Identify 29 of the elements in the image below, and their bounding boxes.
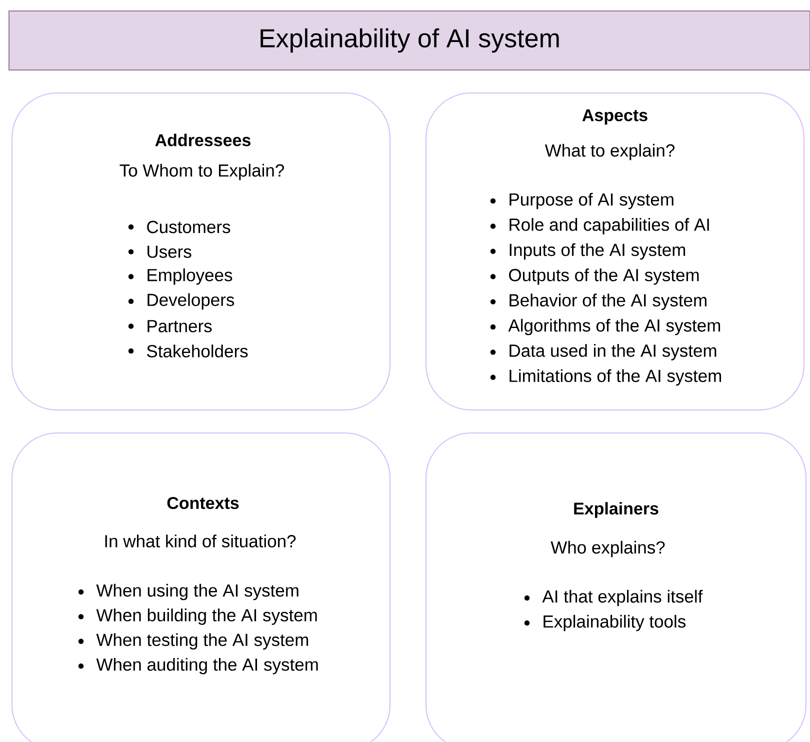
box-question: Who explains? (550, 540, 665, 558)
box-question: To Whom to Explain? (120, 164, 284, 180)
bullet-item: Data used in the AI system (490, 344, 716, 360)
bullet-item: When building the AI system (78, 608, 317, 625)
box-heading: Explainers (574, 502, 658, 518)
bullet-item: Partners (128, 320, 212, 332)
bullet-item: Outputs of the AI system (490, 268, 699, 285)
bullet-item: When using the AI system (78, 584, 298, 600)
bullet-item: When auditing the AI system (78, 658, 318, 674)
bullet-item: Stakeholders (128, 344, 248, 358)
bullet-item: Employees (128, 268, 232, 285)
box-heading: Addressees (155, 134, 250, 146)
bullet-item: When testing the AI system (78, 633, 308, 650)
box-question: What to explain? (544, 144, 674, 160)
box-heading: Aspects (582, 109, 648, 125)
bullet-item: Behavior of the AI system (490, 294, 706, 310)
box-heading: Contexts (167, 496, 239, 510)
bullet-item: Users (128, 246, 192, 258)
bullet-item: Explainability tools (524, 614, 686, 632)
bullet-item: Customers (128, 220, 230, 234)
box-question: In what kind of situation? (105, 534, 296, 548)
bullet-item: Limitations of the AI system (490, 369, 721, 386)
bullet-item: Inputs of the AI system (490, 243, 686, 260)
bullet-item: Purpose of AI system (490, 192, 674, 210)
bullet-item: Role and capabilities of AI (490, 218, 709, 234)
bullet-item: Developers (128, 293, 234, 310)
bullet-item: AI that explains itself (524, 590, 703, 606)
title-bar: Explainability of AI system (8, 10, 810, 70)
bullet-item: Algorithms of the AI system (490, 318, 720, 336)
